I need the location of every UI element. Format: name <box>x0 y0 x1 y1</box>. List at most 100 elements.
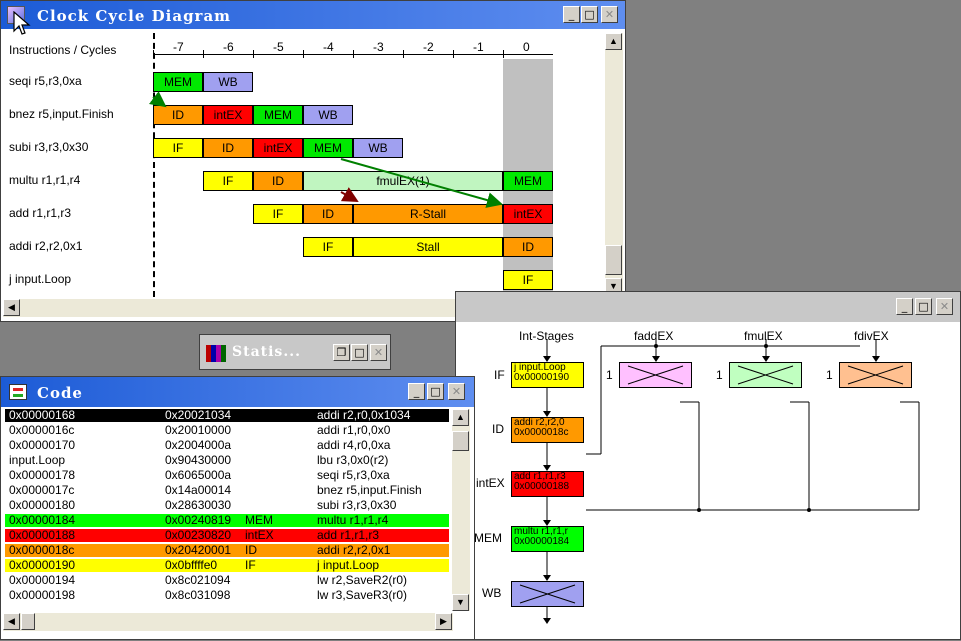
scroll-left-button[interactable]: ◀ <box>3 613 20 630</box>
scroll-down-button[interactable]: ▼ <box>452 594 469 611</box>
code-instr: addi r2,r2,0x1 <box>317 543 391 557</box>
code-addr: 0x00000194 <box>9 573 76 587</box>
mouse-cursor-icon <box>13 11 31 35</box>
stage-cell[interactable]: IF <box>203 171 253 191</box>
scroll-up-button[interactable]: ▲ <box>452 409 469 426</box>
close-button[interactable]: ✕ <box>448 383 465 400</box>
stage-cell[interactable]: intEX <box>503 204 553 224</box>
code-vertical-scrollbar[interactable]: ▲ ▼ <box>452 409 470 611</box>
stage-cell[interactable]: Stall <box>353 237 503 257</box>
cycle-tick-mark <box>203 50 204 58</box>
statistics-window[interactable]: Statis... ❐ □ ✕ <box>199 334 391 370</box>
maximize-button[interactable]: □ <box>351 344 368 361</box>
intex-label: intEX <box>476 476 505 490</box>
stage-cell[interactable]: MEM <box>503 171 553 191</box>
faddex-unit-box[interactable] <box>619 362 692 388</box>
stage-cell[interactable]: IF <box>303 237 353 257</box>
restore-button[interactable]: ❐ <box>333 344 350 361</box>
minimize-button[interactable]: _ <box>408 383 425 400</box>
stage-cell[interactable]: intEX <box>203 105 253 125</box>
stage-cell[interactable]: ID <box>153 105 203 125</box>
stage-cell[interactable]: MEM <box>153 72 203 92</box>
stage-cell[interactable]: ID <box>203 138 253 158</box>
code-addr: 0x00000188 <box>9 528 76 542</box>
clock-cycle-titlebar[interactable]: Clock Cycle Diagram _ □ ✕ <box>1 1 625 35</box>
code-hex: 0x14a00014 <box>165 483 232 497</box>
stall-arrow-add <box>340 187 359 202</box>
code-instr: subi r3,r3,0x30 <box>317 498 397 512</box>
if-stage-addr: 0x00000190 <box>514 372 570 383</box>
cycle-tick-label: -1 <box>473 40 484 54</box>
code-hex: 0x8c031098 <box>165 588 231 602</box>
close-button[interactable]: ✕ <box>936 298 953 315</box>
stage-cell[interactable]: ID <box>303 204 353 224</box>
scroll-right-button[interactable]: ▶ <box>435 613 452 630</box>
fmulex-unit-box[interactable] <box>729 362 802 388</box>
maximize-button[interactable]: □ <box>915 298 932 315</box>
code-stage: ID <box>245 543 257 557</box>
stage-cell[interactable]: MEM <box>303 138 353 158</box>
minimize-button[interactable]: _ <box>563 6 580 23</box>
stage-cell[interactable]: WB <box>353 138 403 158</box>
forward-arrow-subi-add <box>340 158 503 208</box>
stage-cell[interactable]: WB <box>203 72 253 92</box>
code-titlebar[interactable]: Code _ □ ✕ <box>1 377 474 407</box>
scroll-left-button[interactable]: ◀ <box>3 299 20 316</box>
maximize-button[interactable]: □ <box>427 383 444 400</box>
code-addr: input.Loop <box>9 453 66 467</box>
code-hex: 0x28630030 <box>165 498 232 512</box>
intex-stage-box[interactable]: add r1,r1,r3 0x00000188 <box>511 471 584 497</box>
code-horizontal-scrollbar[interactable]: ◀ ▶ <box>3 613 453 631</box>
scroll-thumb[interactable] <box>605 245 622 275</box>
empty-stage-icon <box>519 584 576 604</box>
stage-cell[interactable]: intEX <box>253 138 303 158</box>
id-stage-box[interactable]: addi r2,r2,0 0x0000018c <box>511 417 584 443</box>
stage-cell[interactable]: IF <box>153 138 203 158</box>
close-button[interactable]: ✕ <box>370 344 387 361</box>
scroll-down-button[interactable]: ▼ <box>605 278 622 295</box>
minimize-button[interactable]: _ <box>896 298 913 315</box>
close-button[interactable]: ✕ <box>601 6 618 23</box>
code-instr: addi r4,r0,0xa <box>317 438 391 452</box>
cycle-tick-mark <box>253 50 254 58</box>
scroll-up-button[interactable]: ▲ <box>605 33 622 50</box>
stage-cell[interactable]: ID <box>503 237 553 257</box>
scroll-thumb[interactable] <box>452 431 469 451</box>
if-stage-instr: j input.Loop <box>514 362 566 373</box>
hscroll-thumb[interactable] <box>21 613 35 630</box>
stage-cell[interactable]: MEM <box>253 105 303 125</box>
stage-cell[interactable]: ID <box>253 171 303 191</box>
empty-stage-icon <box>847 365 904 385</box>
cycle-tick-label: -5 <box>273 40 284 54</box>
wb-stage-box[interactable] <box>511 581 584 607</box>
pipeline-wires <box>543 339 920 624</box>
if-stage-box[interactable]: j input.Loop 0x00000190 <box>511 362 584 388</box>
pipeline-titlebar[interactable]: _ □ ✕ <box>456 292 960 322</box>
stage-cell[interactable]: fmulEX(1) <box>303 171 503 191</box>
code-stage: IF <box>245 558 256 572</box>
vertical-scrollbar[interactable]: ▲ ▼ <box>605 33 623 297</box>
header-label: Instructions / Cycles <box>9 43 117 57</box>
stage-cell[interactable]: IF <box>503 270 553 290</box>
stage-cell[interactable]: R-Stall <box>353 204 503 224</box>
maximize-button[interactable]: □ <box>581 6 598 23</box>
stage-cell[interactable]: WB <box>303 105 353 125</box>
fdivex-unit-box[interactable] <box>839 362 912 388</box>
stage-cell[interactable]: IF <box>253 204 303 224</box>
mem-stage-box[interactable]: multu r1,r1,r 0x00000184 <box>511 526 584 552</box>
code-hex: 0x90430000 <box>165 453 232 467</box>
